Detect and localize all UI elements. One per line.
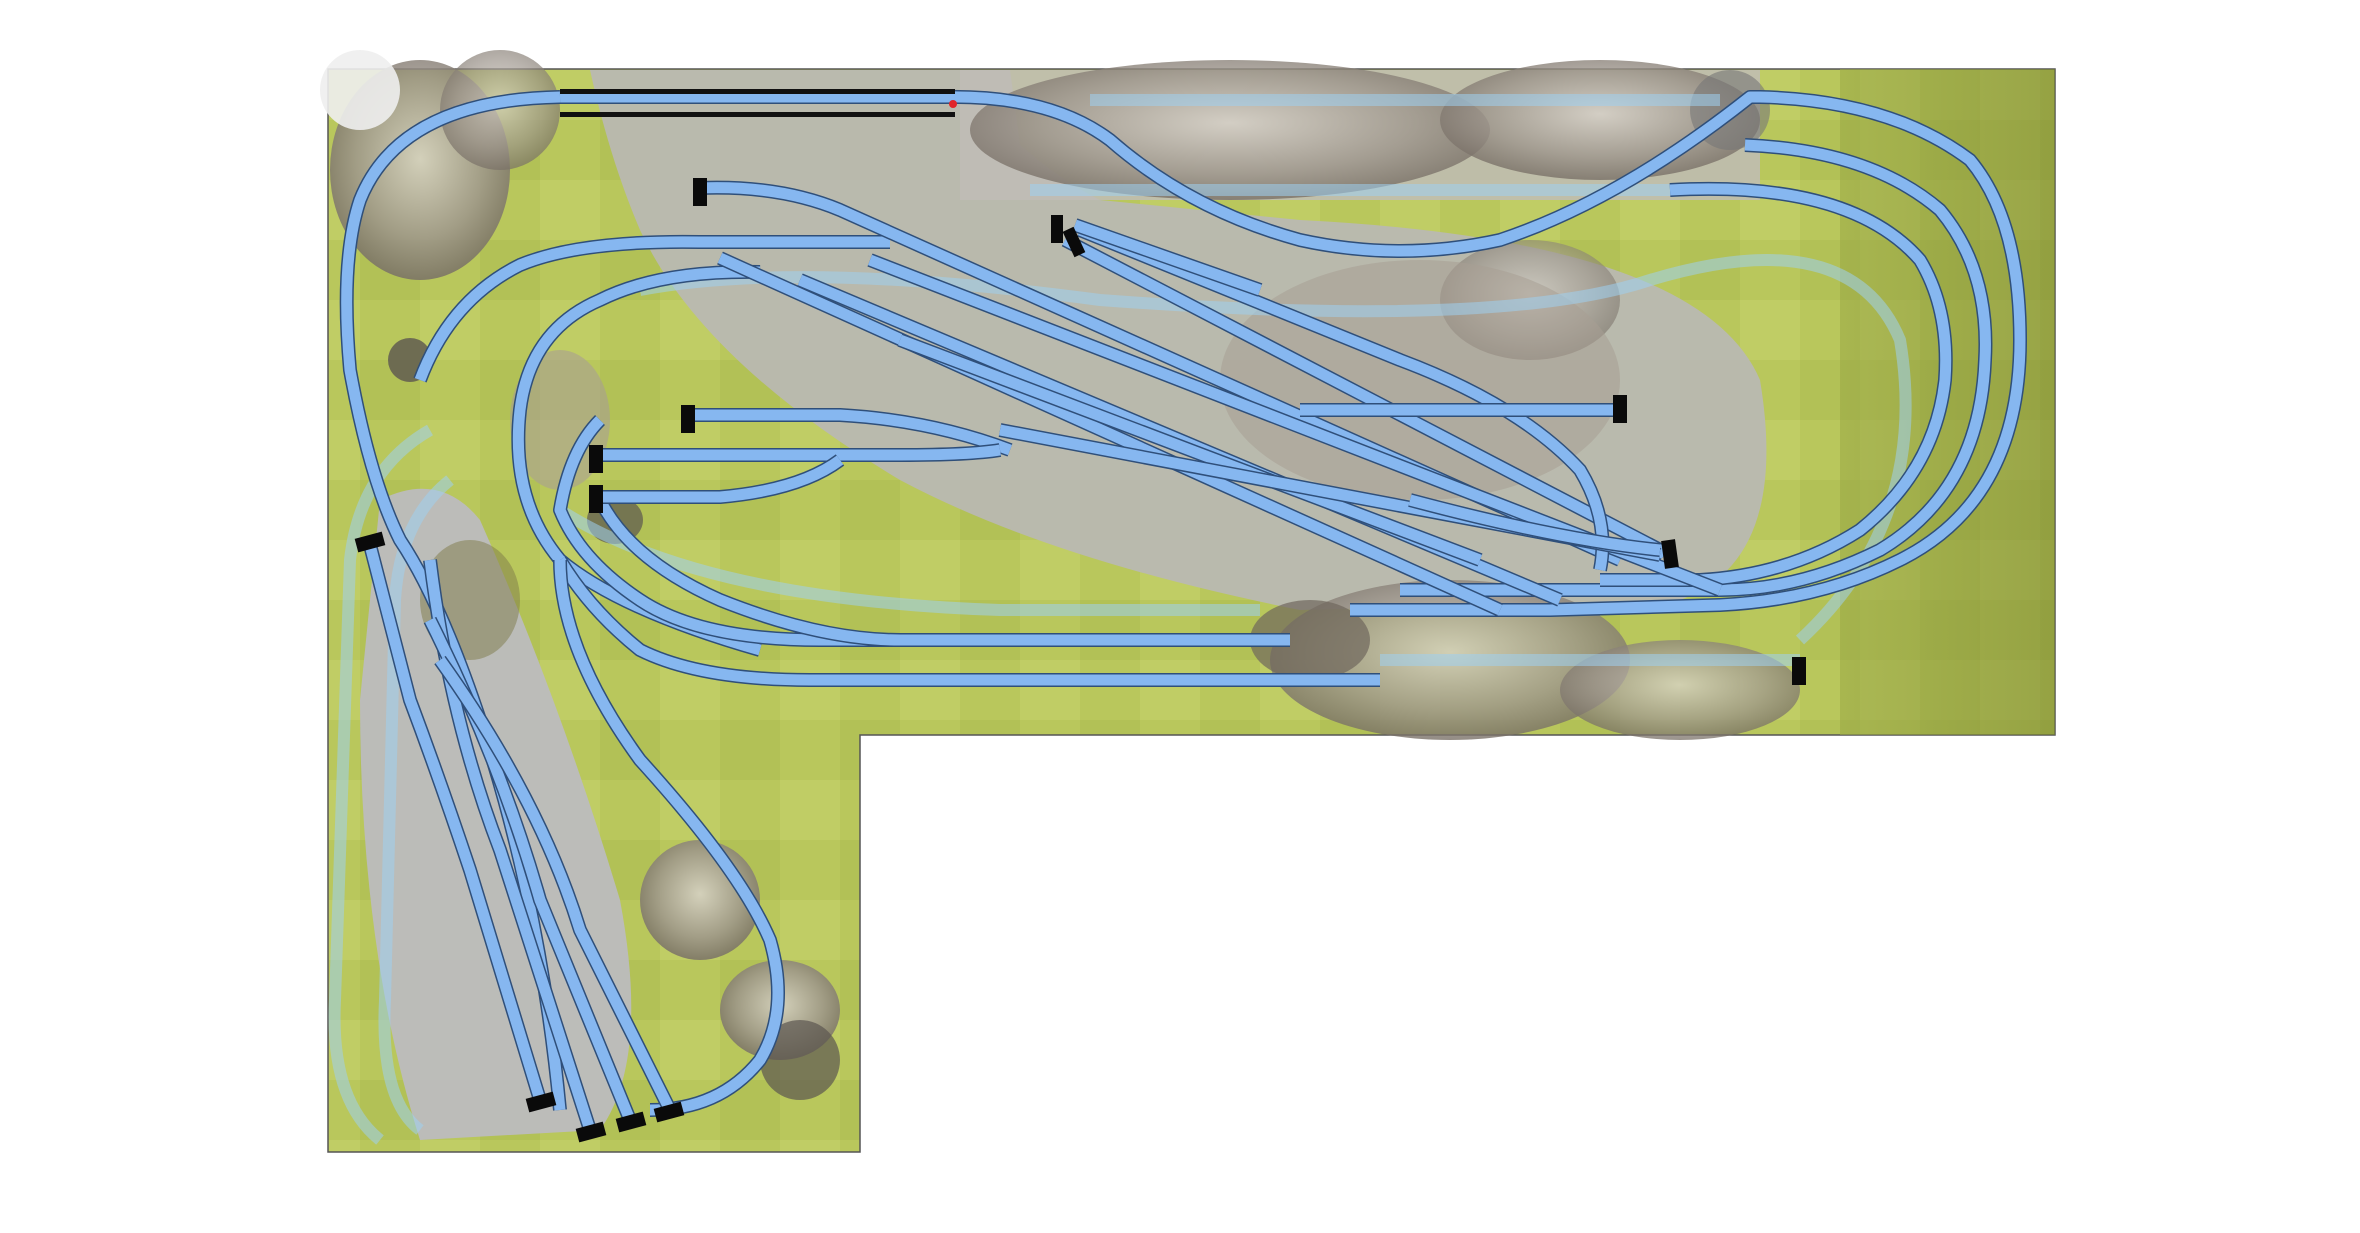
- bumper: [1661, 539, 1679, 569]
- bumper: [681, 405, 695, 433]
- lower-left-yard[interactable]: [363, 543, 677, 1133]
- spurs[interactable]: [595, 218, 1263, 504]
- platform: [560, 89, 957, 117]
- upper-left-loop[interactable]: [413, 234, 1380, 1117]
- bumper: [653, 1101, 685, 1123]
- bumper: [615, 1111, 647, 1133]
- main-loop-outer[interactable]: [560, 89, 2027, 617]
- bumper: [1062, 226, 1086, 258]
- bumper: [575, 1121, 607, 1143]
- bumper: [1792, 657, 1806, 685]
- bumper: [1051, 215, 1063, 243]
- bumper: [1613, 395, 1627, 423]
- bumper: [354, 531, 386, 553]
- diagonal-yard[interactable]: [699, 180, 1723, 617]
- bumper: [589, 445, 603, 473]
- bumper: [589, 485, 603, 513]
- selection-marker-icon[interactable]: [949, 100, 957, 108]
- bumper: [693, 178, 707, 206]
- main-loop-inner[interactable]: [1400, 138, 1993, 597]
- bumper: [525, 1091, 557, 1113]
- tracks[interactable]: [339, 89, 2027, 1133]
- bumpers: [354, 178, 1806, 1143]
